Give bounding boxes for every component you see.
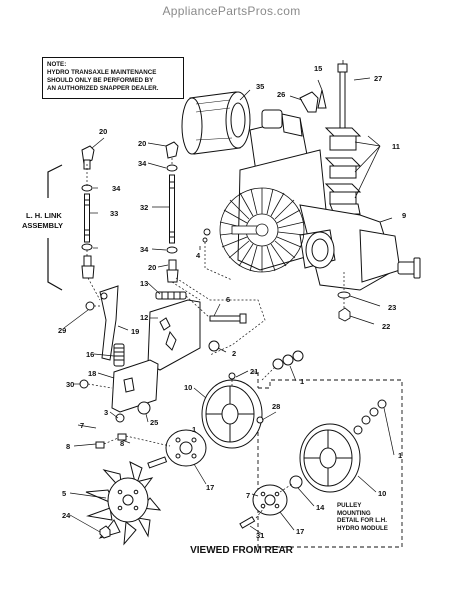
callout: 8: [120, 439, 124, 448]
callout: 11: [392, 142, 400, 151]
middle-link-rod: [165, 141, 179, 283]
callout: 35: [256, 82, 264, 91]
callout: 2: [232, 349, 236, 358]
callout: 27: [374, 74, 382, 83]
callout: 10: [378, 489, 386, 498]
callout: 17: [296, 527, 304, 536]
callout: 14: [316, 503, 325, 512]
note-line: SHOULD ONLY BE PERFORMED BY: [47, 77, 154, 84]
callout: 16: [86, 350, 94, 359]
note-line: HYDRO TRANSAXLE MAINTENANCE: [47, 69, 157, 76]
callout: 1: [300, 377, 304, 386]
pulley-note-line: PULLEY: [337, 502, 362, 509]
callout: 22: [382, 322, 390, 331]
detail-pulley: [239, 399, 387, 529]
callout: 6: [226, 295, 230, 304]
callout: 10: [184, 383, 192, 392]
drive-pulley: [201, 350, 304, 449]
callout: 7: [246, 491, 250, 500]
callout: 24: [62, 511, 71, 520]
callout: 4: [196, 251, 201, 260]
control-plates: [79, 285, 247, 413]
callout: 19: [131, 327, 139, 336]
hydro-transaxle: [237, 109, 421, 291]
callout: 1: [398, 451, 402, 460]
assembly-bracket: [47, 164, 63, 291]
callout: 9: [402, 211, 406, 220]
callout: 20: [138, 139, 146, 148]
callout: 31: [256, 531, 264, 540]
left-link-rod: [81, 145, 95, 279]
note-line: NOTE:: [47, 61, 67, 68]
leader-dashed: [103, 365, 277, 447]
callout: 21: [250, 367, 258, 376]
callout: 20: [148, 263, 156, 272]
assembly-label-line: ASSEMBLY: [22, 221, 63, 230]
leader-dashed: [171, 158, 266, 356]
note-box: NOTE: HYDRO TRANSAXLE MAINTENANCE SHOULD…: [42, 57, 184, 99]
leader-dashed: [255, 483, 293, 519]
callout-labels: 35 15 27 26 11 20 20 34 34 33 32 4 9 34 …: [58, 64, 406, 540]
leader-lines: [289, 60, 381, 199]
callout: 17: [206, 483, 214, 492]
watermark: AppliancePartsPros.com: [162, 4, 301, 18]
callout: 29: [58, 326, 66, 335]
leader-lines: [199, 217, 393, 325]
callout: 34: [138, 159, 147, 168]
filter-cartridge: [181, 91, 251, 155]
callout: 26: [277, 90, 285, 99]
leader-dashed: [86, 164, 101, 301]
callout: 34: [112, 184, 121, 193]
callout: 23: [388, 303, 396, 312]
assembly-label-line: L. H. LINK: [26, 211, 62, 220]
callout: 8: [66, 442, 70, 451]
pulley-note-line: HYDRO MODULE: [337, 524, 388, 532]
callout: 32: [140, 203, 148, 212]
view-label: VIEWED FROM REAR: [190, 545, 293, 556]
callout: 1: [192, 425, 196, 434]
callout: 13: [140, 279, 148, 288]
leader-dashed: [87, 295, 211, 389]
callout: 12: [140, 313, 148, 322]
note-line: AN AUTHORIZED SNAPPER DEALER.: [47, 85, 159, 92]
pulley-note-line: DETAIL FOR L.H.: [337, 517, 387, 525]
callout: 33: [110, 209, 118, 218]
callout: 3: [104, 408, 108, 417]
pulley-mounting-note: PULLEY MOUNTING DETAIL FOR L.H. HYDRO MO…: [337, 502, 388, 532]
pulley-hub: [95, 401, 207, 469]
callout: 20: [99, 127, 107, 136]
callout: 34: [140, 245, 149, 254]
leader-dashed: [204, 242, 345, 308]
small-hardware: [202, 228, 351, 322]
callout: 30: [66, 380, 74, 389]
callout: 15: [314, 64, 322, 73]
callout: 5: [62, 489, 66, 498]
cooling-fins: [219, 187, 305, 273]
callout: 18: [88, 369, 96, 378]
cooling-fan: [85, 461, 162, 546]
leader-lines: [63, 137, 395, 535]
callout: 25: [150, 418, 158, 427]
rear-bracket: [299, 63, 362, 215]
callout: 28: [272, 402, 280, 411]
pulley-note-line: MOUNTING: [337, 509, 371, 517]
